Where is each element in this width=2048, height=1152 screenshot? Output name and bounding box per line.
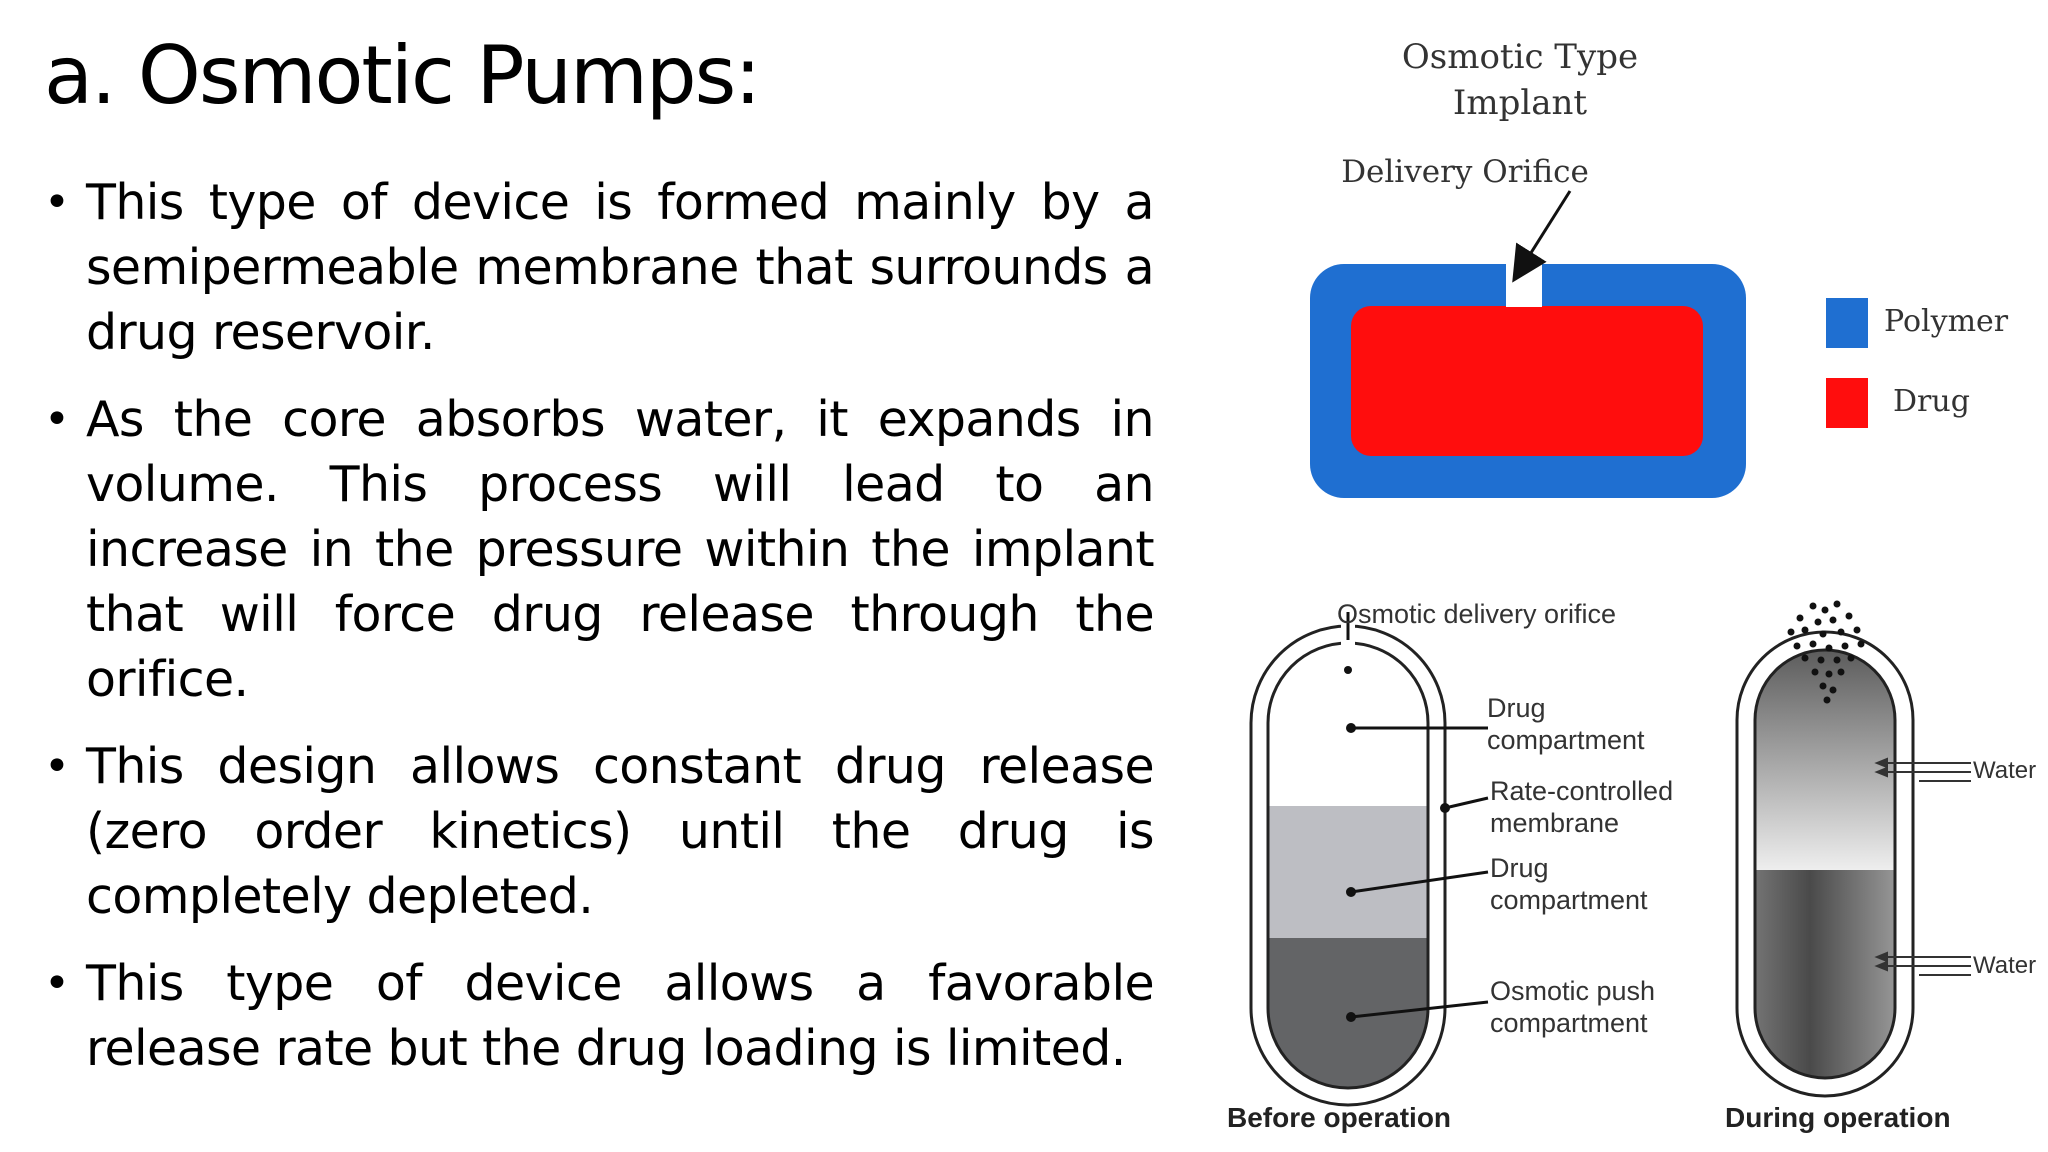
push-compartment-label-line2: compartment (1490, 1008, 1648, 1038)
implant-title-line1: Osmotic Type (1401, 37, 1639, 77)
water-arrows-bottom (1874, 951, 1971, 976)
delivery-orifice-label: Delivery Orifice (1341, 154, 1589, 190)
bullet-text: This design allows constant drug release… (86, 738, 1155, 925)
water-label-top: Water (1973, 757, 2037, 784)
pump-diagram (1249, 600, 1971, 1107)
drug-compartment-label-2-line1: Drug (1490, 853, 1549, 883)
rate-membrane-label: Rate-controlled membrane (1490, 775, 1673, 839)
bullet-text: As the core absorbs water, it expands in… (86, 391, 1155, 708)
legend-polymer-label: Polymer (1884, 304, 2009, 339)
implant-drug-core (1351, 306, 1703, 456)
bullet-icon: • (44, 741, 70, 792)
leader-push (1350, 1000, 1489, 1019)
bullet-icon: • (44, 177, 70, 228)
before-membrane-fill (1268, 806, 1428, 938)
before-capsule (1268, 643, 1428, 1088)
implant-diagram (1310, 190, 1746, 498)
during-capsule-outer (1735, 630, 1915, 1098)
bullet-item: • This design allows constant drug relea… (44, 734, 1155, 929)
leader-drug-1-dot (1346, 723, 1356, 733)
polymer-swatch (1826, 298, 1868, 348)
drug-compartment-label-2: Drug compartment (1490, 852, 1648, 916)
during-capsule-inner (1753, 648, 1897, 1080)
before-operation-caption: Before operation (1227, 1102, 1452, 1133)
drug-swatch (1826, 378, 1868, 428)
drug-compartment-label-1-line1: Drug (1487, 693, 1546, 723)
water-arrows-top (1874, 757, 1971, 782)
released-drug-particles (1787, 600, 1865, 704)
bullet-text: This type of device is formed mainly by … (86, 174, 1155, 361)
bullet-text: This type of device allows a favorable r… (86, 955, 1155, 1077)
leader-drug-2-dot (1346, 887, 1356, 897)
push-compartment-label: Osmotic push compartment (1490, 975, 1655, 1039)
bullet-icon: • (44, 394, 70, 445)
leader-membrane (1444, 796, 1489, 810)
leader-membrane-dot (1440, 803, 1450, 813)
leader-drug-2 (1350, 870, 1489, 894)
before-drug-compartment-fill (1268, 643, 1428, 806)
rate-membrane-label-line2: membrane (1490, 808, 1620, 838)
implant-delivery-orifice (1506, 260, 1542, 307)
implant-figure-title: Osmotic Type Implant (1290, 34, 1750, 126)
drug-compartment-label-1-line2: compartment (1487, 725, 1645, 755)
bullet-item: • This type of device allows a favorable… (44, 951, 1155, 1081)
orifice-arrow (1512, 190, 1572, 283)
bullet-list: • This type of device is formed mainly b… (44, 170, 1155, 1103)
drug-compartment-label-1: Drug compartment (1487, 692, 1645, 756)
rate-membrane-label-line1: Rate-controlled (1490, 776, 1674, 806)
water-label-bottom: Water (1973, 952, 2037, 979)
during-operation-caption: During operation (1725, 1102, 1951, 1133)
implant-figure: Osmotic Type Implant Delivery Orifice Po… (1290, 30, 2048, 530)
pump-figure: Osmotic delivery orifice Drug compartmen… (1225, 590, 2048, 1152)
slide-title: a. Osmotic Pumps: (44, 29, 761, 122)
implant-title-line2: Implant (1452, 83, 1588, 123)
bullet-item: • As the core absorbs water, it expands … (44, 387, 1155, 712)
before-orifice-dot (1344, 666, 1352, 674)
bullet-item: • This type of device is formed mainly b… (44, 170, 1155, 365)
leader-push-dot (1346, 1012, 1356, 1022)
push-compartment-label-line1: Osmotic push (1490, 976, 1656, 1006)
during-capsule (1755, 650, 1895, 1078)
bullet-icon: • (44, 958, 70, 1009)
legend-drug-label: Drug (1893, 384, 1970, 419)
during-push-fill (1755, 870, 1895, 1078)
osmotic-orifice-label: Osmotic delivery orifice (1337, 599, 1617, 629)
drug-compartment-label-2-line2: compartment (1490, 885, 1648, 915)
